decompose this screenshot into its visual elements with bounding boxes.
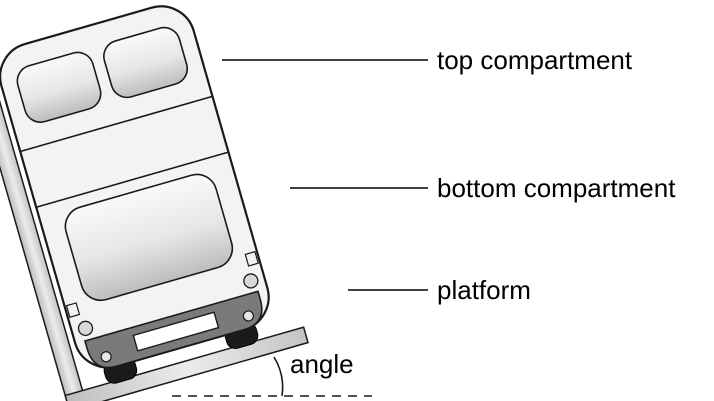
label-top-compartment: top compartment xyxy=(437,45,633,75)
headlight-left xyxy=(77,320,94,336)
label-angle: angle xyxy=(290,349,354,379)
mirror-right xyxy=(244,250,259,267)
lower-deck-top xyxy=(35,151,229,209)
headlight-right xyxy=(243,273,259,289)
grille-bolt-right xyxy=(242,310,254,322)
top-window-left xyxy=(16,51,102,123)
label-platform: platform xyxy=(437,275,531,305)
platform-plate xyxy=(64,326,309,401)
grille-bolt-left xyxy=(100,351,112,363)
top-window-right xyxy=(103,26,189,99)
back-rail xyxy=(0,78,88,401)
angle-arc xyxy=(273,356,284,397)
bottom-window xyxy=(64,173,234,302)
upper-deck-floor xyxy=(19,95,213,153)
mirror-left xyxy=(65,302,81,318)
tilt-rig xyxy=(0,5,309,401)
label-bottom-compartment: bottom compartment xyxy=(437,173,676,203)
number-plate xyxy=(132,311,220,352)
bus xyxy=(0,5,270,384)
